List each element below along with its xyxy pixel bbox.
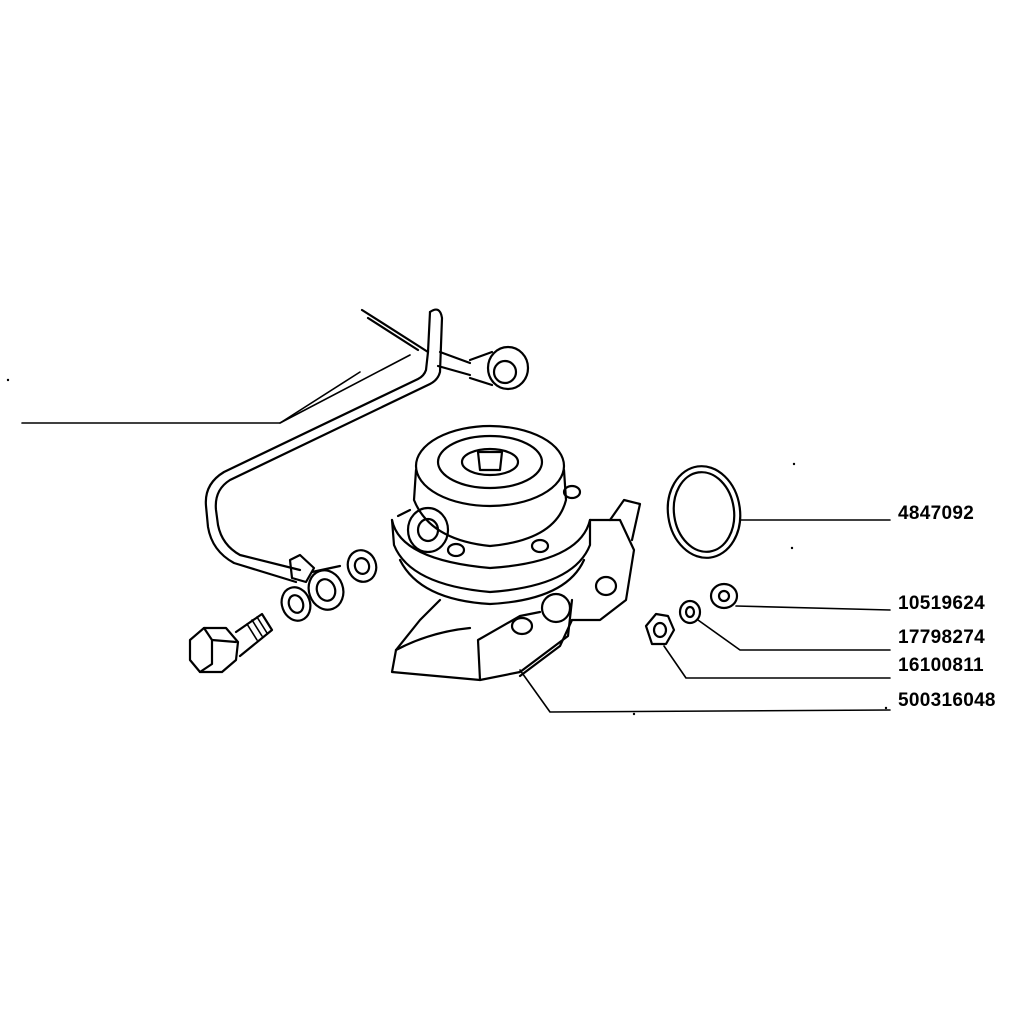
part-number-label-spring-washer: 17798274 [898, 627, 985, 648]
leader-line-fuel-pump [519, 669, 891, 713]
part-number-label-washer: 10519624 [898, 593, 985, 614]
fuel-pipe [21, 308, 530, 584]
o-ring [666, 465, 742, 559]
callout-leader-lines [519, 519, 891, 713]
part-number-label-fuel-pump: 500316048 [898, 690, 996, 711]
pipe-leader-line [21, 371, 361, 424]
nut [644, 612, 676, 646]
part-number-label-nut: 16100811 [898, 655, 984, 676]
inlet-fitting [406, 506, 450, 554]
leader-line-washer [735, 605, 891, 611]
print-specks [6, 378, 888, 716]
spring-washer [678, 599, 702, 625]
rocker-arm [608, 498, 642, 542]
leader-line-spring-washer [697, 619, 891, 651]
fuel-pump-body [390, 424, 642, 682]
washer [709, 582, 739, 610]
leader-line-nut [663, 645, 891, 679]
banjo-bolt-assembly [188, 549, 378, 674]
copper-washer [280, 586, 312, 622]
copper-washer [346, 549, 378, 583]
part-number-label-o-ring: 4847092 [898, 503, 975, 524]
banjo-fitting [486, 345, 530, 391]
center-bolt [476, 450, 504, 472]
hex-bolt-head [188, 626, 240, 674]
